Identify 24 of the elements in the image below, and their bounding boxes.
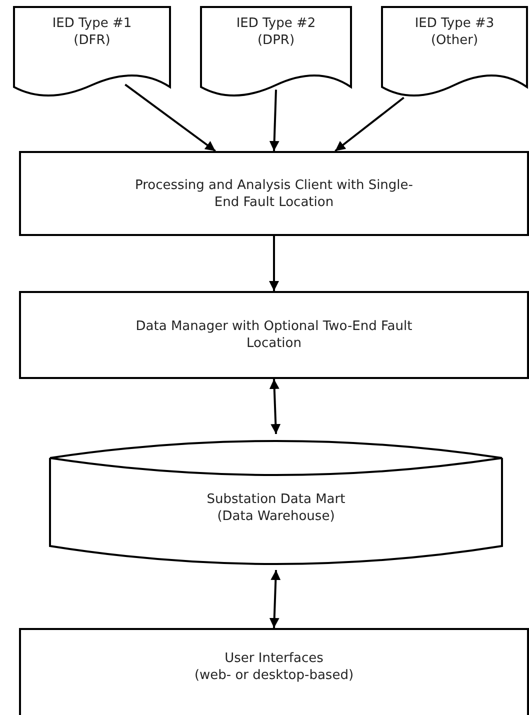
document-shape <box>381 6 528 99</box>
node-text: Data Manager with Optional Two-End Fault Location <box>134 318 414 352</box>
node-text: (DFR) <box>74 32 110 49</box>
process-box <box>19 291 529 379</box>
node-text: Processing and Analysis Client with Single-End Fault Location <box>134 176 414 210</box>
node-text: Substation Data Mart <box>206 491 346 508</box>
arrow <box>269 90 280 152</box>
node-text: (Data Warehouse) <box>217 508 335 525</box>
node-text: User Interfaces <box>224 650 324 667</box>
document-shape <box>200 6 352 99</box>
arrow <box>269 378 281 434</box>
arrow <box>269 236 279 291</box>
node-text: (DPR) <box>257 32 295 49</box>
arrow <box>124 84 216 152</box>
node-text: (web- or desktop-based) <box>194 667 354 684</box>
node-text: IED Type #3 <box>414 15 494 32</box>
arrow <box>334 96 404 152</box>
node-text: IED Type #2 <box>236 15 316 32</box>
process-box <box>19 628 529 715</box>
node-text: IED Type #1 <box>52 15 132 32</box>
document-shape <box>13 6 171 99</box>
process-box <box>19 151 529 236</box>
arrow <box>269 570 281 628</box>
node-text: (Other) <box>430 32 478 49</box>
